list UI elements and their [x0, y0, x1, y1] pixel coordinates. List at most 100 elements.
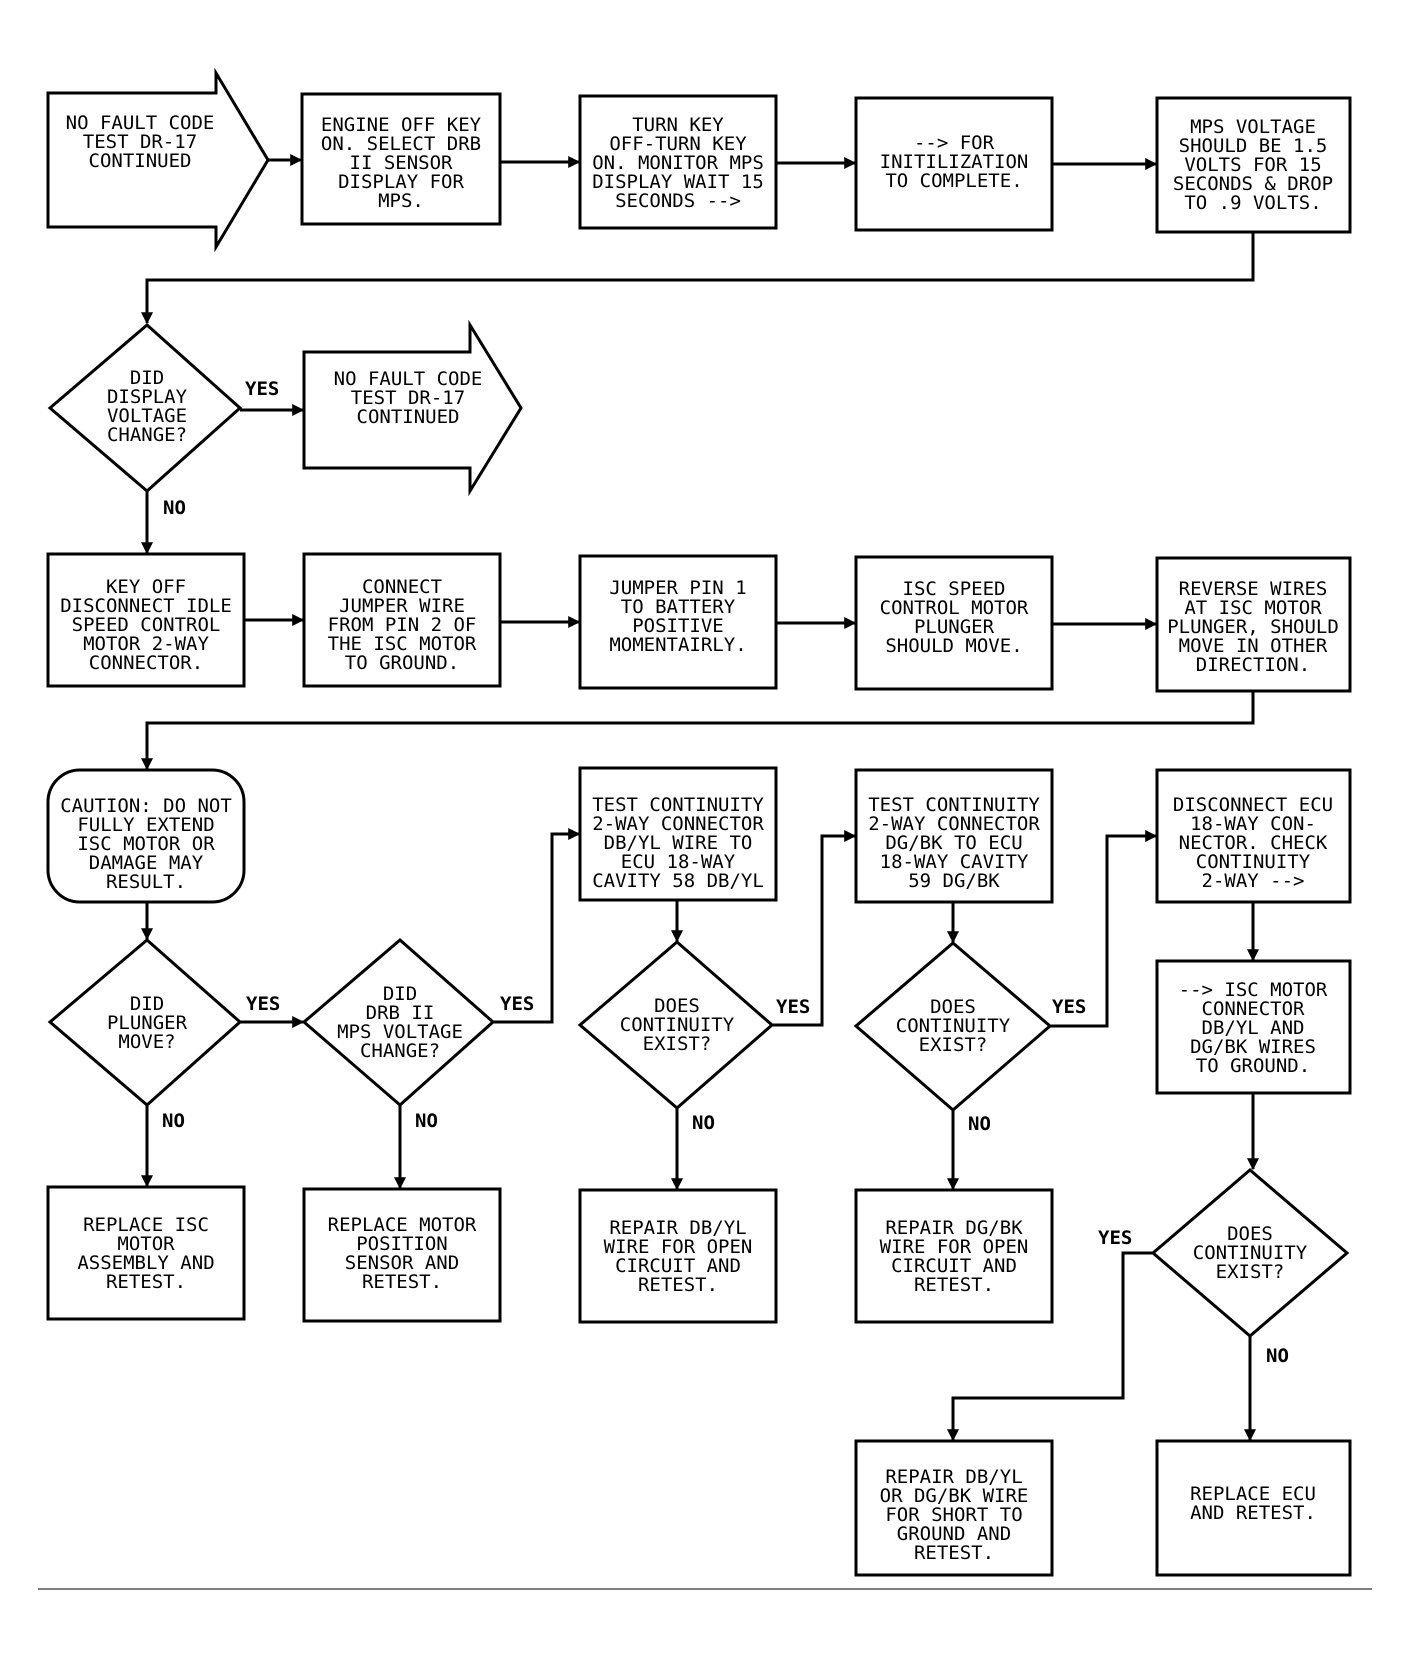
edge-label-no: NO [968, 1113, 991, 1135]
edge-labels: YES NO YES YES YES YES NO NO NO NO YES N… [162, 378, 1289, 1367]
label-line: DID [383, 983, 417, 1005]
edge-label-yes: YES [1098, 1227, 1132, 1249]
label-line: AT ISC MOTOR [1184, 597, 1322, 619]
label-line: PLUNGER [914, 616, 995, 638]
continued-arrow-shape [302, 319, 523, 497]
label-line: DOES [654, 995, 700, 1017]
label-line: DG/BK TO ECU [885, 832, 1022, 854]
label-line: CONTINUED [357, 406, 460, 428]
label-line: MPS VOLTAGE [1190, 116, 1316, 138]
label-line: EXIST? [919, 1034, 988, 1056]
label-line: REPLACE ISC [83, 1214, 209, 1236]
label-line: ON. MONITOR MPS [592, 152, 764, 174]
edge-label-no: NO [163, 497, 186, 519]
label-line: NECTOR. CHECK [1179, 832, 1328, 854]
label-line: 18-WAY CAVITY [880, 851, 1029, 873]
label-line: REPAIR DB/YL [885, 1466, 1022, 1488]
label-line: SECONDS --> [615, 190, 741, 212]
box-connect-jumper-shape [302, 552, 502, 688]
label-line: KEY OFF [106, 576, 186, 598]
box-test-dgbk-shape [854, 768, 1054, 904]
label-line: VOLTAGE [107, 405, 187, 427]
label-line: DID [130, 367, 164, 389]
label-line: DISCONNECT IDLE [60, 595, 232, 617]
label-line: DAMAGE MAY [89, 852, 204, 874]
label-line: MOTOR 2-WAY [83, 633, 209, 655]
label-line: JUMPER WIRE [339, 595, 465, 617]
label-line: CIRCUIT AND [615, 1255, 741, 1277]
box-mps-voltage-shape [1155, 96, 1352, 234]
label-line: CIRCUIT AND [891, 1255, 1017, 1277]
label-line: REVERSE WIRES [1179, 578, 1328, 600]
label-line: OFF-TURN KEY [609, 133, 747, 155]
shapes [46, 67, 1352, 1577]
label-line: REPAIR DB/YL [609, 1217, 746, 1239]
label-line: MPS VOLTAGE [337, 1021, 463, 1043]
label-line: 2-WAY CONNECTOR [868, 813, 1040, 835]
label-line: RETEST. [638, 1274, 718, 1296]
label-line: TURN KEY [632, 114, 724, 136]
box-key-off-shape [46, 552, 246, 688]
label-line: WIRE FOR OPEN [880, 1236, 1029, 1258]
label-line: DID [130, 993, 164, 1015]
box-replace-mps-shape [302, 1187, 502, 1323]
label-line: DISCONNECT ECU [1173, 794, 1333, 816]
label-line: CONTINUITY [1196, 851, 1311, 873]
label-line: AND RETEST. [1190, 1502, 1316, 1524]
label-line: --> FOR [914, 132, 995, 154]
label-line: CONNECTOR. [89, 652, 203, 674]
label-line: FROM PIN 2 OF [328, 614, 477, 636]
label-line: TEST DR-17 [83, 131, 197, 153]
connectors [141, 154, 1259, 1442]
label-line: MPS. [378, 190, 424, 212]
label-line: CONNECT [362, 576, 442, 598]
label-line: 59 DG/BK [908, 870, 1000, 892]
label-line: REPAIR DG/BK [885, 1217, 1023, 1239]
label-line: ENGINE OFF KEY [321, 114, 482, 136]
label-line: SECONDS & DROP [1173, 173, 1333, 195]
label-line: --> ISC MOTOR [1179, 979, 1328, 1001]
label-line: POSITION [356, 1233, 448, 1255]
label-line: II SENSOR [350, 152, 454, 174]
box-engine-off-shape [300, 92, 502, 226]
label-line: FOR SHORT TO [885, 1504, 1022, 1526]
box-repair-dgbk-shape [854, 1188, 1054, 1324]
connector [141, 232, 1255, 325]
label-line: THE ISC MOTOR [328, 633, 477, 655]
label-line: TO COMPLETE. [885, 170, 1022, 192]
edge-label-no: NO [162, 1110, 185, 1132]
label-line: SHOULD MOVE. [885, 635, 1022, 657]
edge-label-no: NO [692, 1112, 715, 1134]
label-line: CAVITY 58 DB/YL [592, 870, 764, 892]
connector [493, 828, 581, 1024]
label-line: EXIST? [643, 1033, 712, 1055]
label-line: SHOULD BE 1.5 [1179, 135, 1328, 157]
label-line: REPLACE MOTOR [328, 1214, 477, 1236]
connector [141, 691, 1255, 771]
box-disconnect-ecu-shape [1155, 768, 1352, 904]
label-line: 18-WAY CON- [1190, 813, 1316, 835]
label-line: 2-WAY CONNECTOR [592, 813, 764, 835]
label-line: TO .9 VOLTS. [1184, 192, 1321, 214]
label-line: CHANGE? [107, 424, 187, 446]
label-line: DISPLAY [107, 386, 188, 408]
label-line: CONNECTOR [1202, 998, 1306, 1020]
label-line: ISC SPEED [903, 578, 1006, 600]
